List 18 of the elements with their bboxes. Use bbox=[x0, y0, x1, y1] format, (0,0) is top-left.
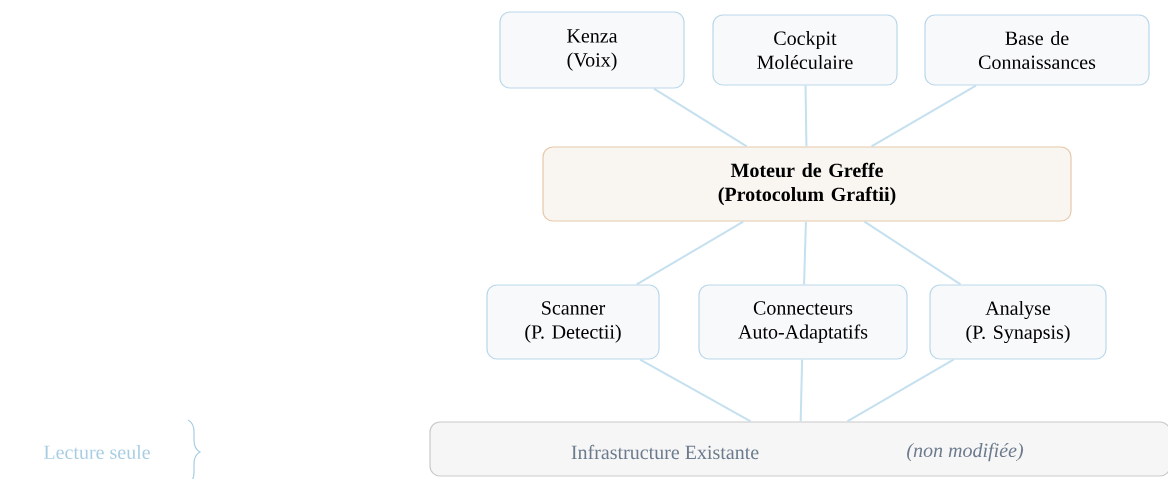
connector-line bbox=[870, 84, 977, 148]
component-box: Scanner (P. Detectii) bbox=[486, 284, 660, 360]
connector-line bbox=[652, 87, 748, 148]
connector-line bbox=[639, 358, 752, 423]
connector-line bbox=[804, 84, 808, 148]
connector-line bbox=[803, 220, 807, 286]
connector-line bbox=[635, 220, 745, 286]
connector-line bbox=[846, 358, 955, 423]
side-note: Lecture seule bbox=[44, 444, 150, 460]
infrastructure-band: Infrastructure Existante (non modifiée) bbox=[429, 421, 1168, 477]
component-box: Base de Connaissances bbox=[924, 14, 1150, 86]
connector-line bbox=[799, 358, 804, 423]
component-box: Kenza (Voix) bbox=[499, 11, 685, 89]
connector-line bbox=[863, 220, 962, 286]
core-box: Moteur de Greffe (Protocolum Graftii) bbox=[542, 146, 1072, 222]
component-box: Connecteurs Auto-Adaptatifs bbox=[698, 284, 908, 360]
component-box: Analyse (P. Synapsis) bbox=[929, 284, 1107, 360]
component-box: Cockpit Moléculaire bbox=[712, 14, 898, 86]
